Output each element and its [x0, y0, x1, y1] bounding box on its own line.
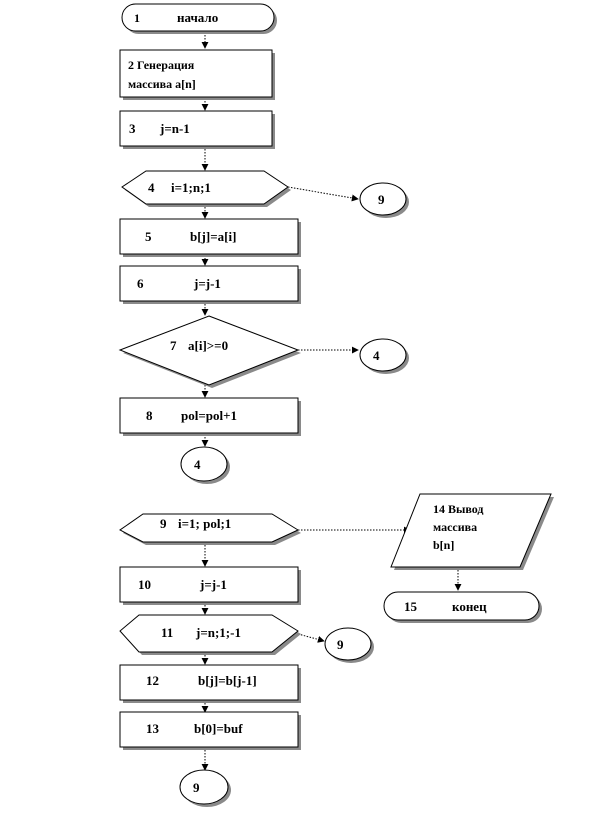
- start-label: начало: [177, 10, 218, 25]
- process-block-10: 10 j=j-1: [119, 566, 301, 605]
- block-12-label: b[j]=b[j-1]: [198, 673, 257, 688]
- block-9-number: 9: [160, 516, 167, 531]
- end-terminator: 15 конец: [383, 591, 542, 623]
- block-11-label: j=n;1;-1: [195, 625, 241, 640]
- output-line2: массива: [433, 520, 477, 534]
- connectors: [201, 32, 462, 771]
- connector-9-bottom-label: 9: [193, 780, 200, 795]
- start-number: 1: [134, 11, 140, 25]
- block-10-number: 10: [138, 577, 151, 592]
- loop-block-4: 4 i=1;n;1: [121, 170, 291, 207]
- process-block-8: 8 pol=pol+1: [119, 397, 301, 436]
- block-8-label: pol=pol+1: [181, 408, 237, 423]
- arrow-11-9: [297, 633, 325, 643]
- block-11-number: 11: [161, 625, 173, 640]
- process-block-6: 6 j=j-1: [119, 265, 301, 304]
- generate-line2: массива a[n]: [128, 77, 196, 91]
- block-7-number: 7: [170, 338, 177, 353]
- generate-line1: 2 Генерация: [128, 58, 195, 72]
- start-terminator: 1 начало: [121, 3, 277, 34]
- block-4-number: 4: [148, 180, 155, 195]
- connector-4-bottom-label: 4: [194, 457, 201, 472]
- block-8-number: 8: [146, 408, 153, 423]
- output-line3: b[n]: [433, 538, 454, 552]
- end-number: 15: [404, 599, 418, 614]
- process-block-12: 12 b[j]=b[j-1]: [119, 664, 301, 703]
- block-5-label: b[j]=a[i]: [190, 229, 236, 244]
- block-10-label: j=j-1: [199, 577, 227, 592]
- connector-9-top-label: 9: [378, 192, 385, 207]
- process-block-5: 5 b[j]=a[i]: [119, 218, 301, 257]
- connector-4-right: 4: [359, 338, 409, 374]
- end-label: конец: [452, 599, 487, 614]
- output-block-14: 14 Вывод массива b[n]: [390, 493, 554, 570]
- loop-block-9: 9 i=1; pol;1: [119, 513, 301, 545]
- block-5-number: 5: [145, 229, 152, 244]
- block-13-label: b[0]=buf: [194, 721, 243, 736]
- connector-9-middle: 9: [324, 627, 374, 663]
- generate-array-block: 2 Генерация массива a[n]: [119, 49, 275, 100]
- process-block-3: 3 j=n-1: [119, 110, 275, 149]
- output-line1: 14 Вывод: [433, 502, 484, 516]
- connector-9-top: 9: [359, 182, 409, 218]
- block-7-label: a[i]>=0: [188, 338, 228, 353]
- connector-4-bottom: 4: [180, 446, 230, 484]
- block-9-label: i=1; pol;1: [178, 516, 231, 531]
- loop-block-11: 11 j=n;1;-1: [119, 614, 301, 655]
- arrow-4-9: [287, 186, 359, 202]
- block-3-number: 3: [129, 121, 136, 136]
- block-13-number: 13: [146, 721, 160, 736]
- block-12-number: 12: [146, 673, 159, 688]
- block-4-label: i=1;n;1: [171, 180, 211, 195]
- process-block-13: 13 b[0]=buf: [119, 711, 301, 750]
- connector-9-middle-label: 9: [337, 637, 344, 652]
- block-6-number: 6: [137, 276, 144, 291]
- block-3-label: j=n-1: [159, 121, 190, 136]
- block-6-label: j=j-1: [193, 276, 221, 291]
- connector-4-right-label: 4: [373, 348, 380, 363]
- decision-block-7: 7 a[i]>=0: [118, 315, 301, 388]
- connector-9-bottom: 9: [179, 769, 231, 807]
